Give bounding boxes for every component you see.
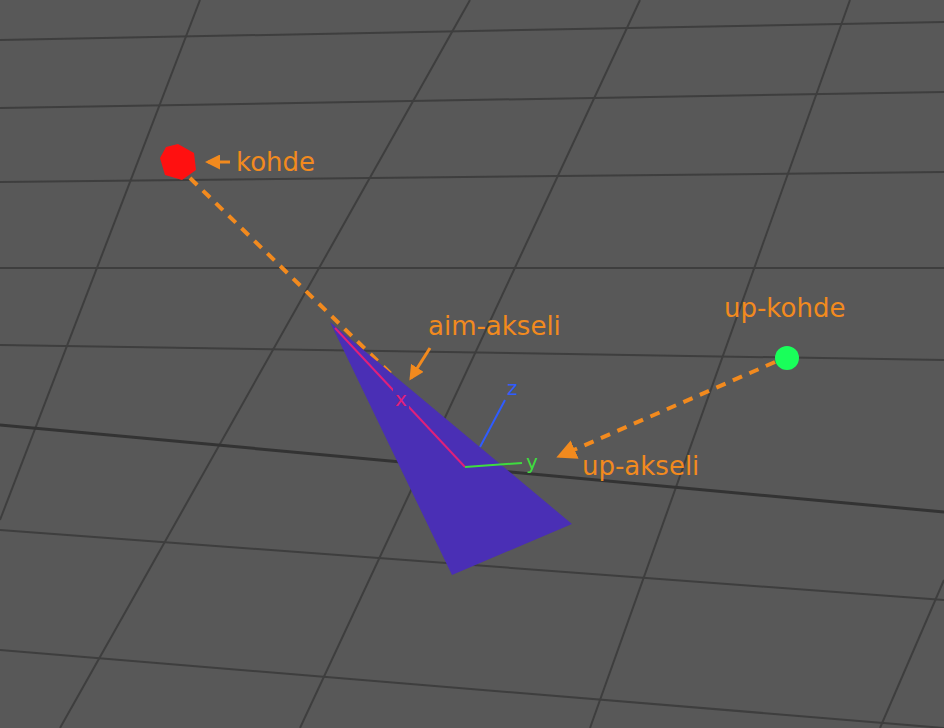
axis-letter: y xyxy=(526,451,538,473)
y-axis xyxy=(465,463,522,467)
up-axis-label: up-akseli xyxy=(582,452,699,481)
axis-letter: z xyxy=(507,377,518,399)
up-target-dot xyxy=(775,346,799,370)
target-dot xyxy=(160,144,196,180)
axis-letter: x xyxy=(393,388,409,410)
callout-arrow xyxy=(411,348,430,378)
up-target-label: up-kohde xyxy=(724,294,845,323)
aim-axis-label: aim-akseli xyxy=(428,312,561,341)
x-axis xyxy=(335,328,465,467)
z-axis xyxy=(480,400,505,447)
aim-guide xyxy=(190,178,395,378)
target-label: kohde xyxy=(236,148,315,177)
callout-arrow xyxy=(208,161,230,164)
aim-object xyxy=(330,322,572,575)
up-guide xyxy=(560,362,775,456)
